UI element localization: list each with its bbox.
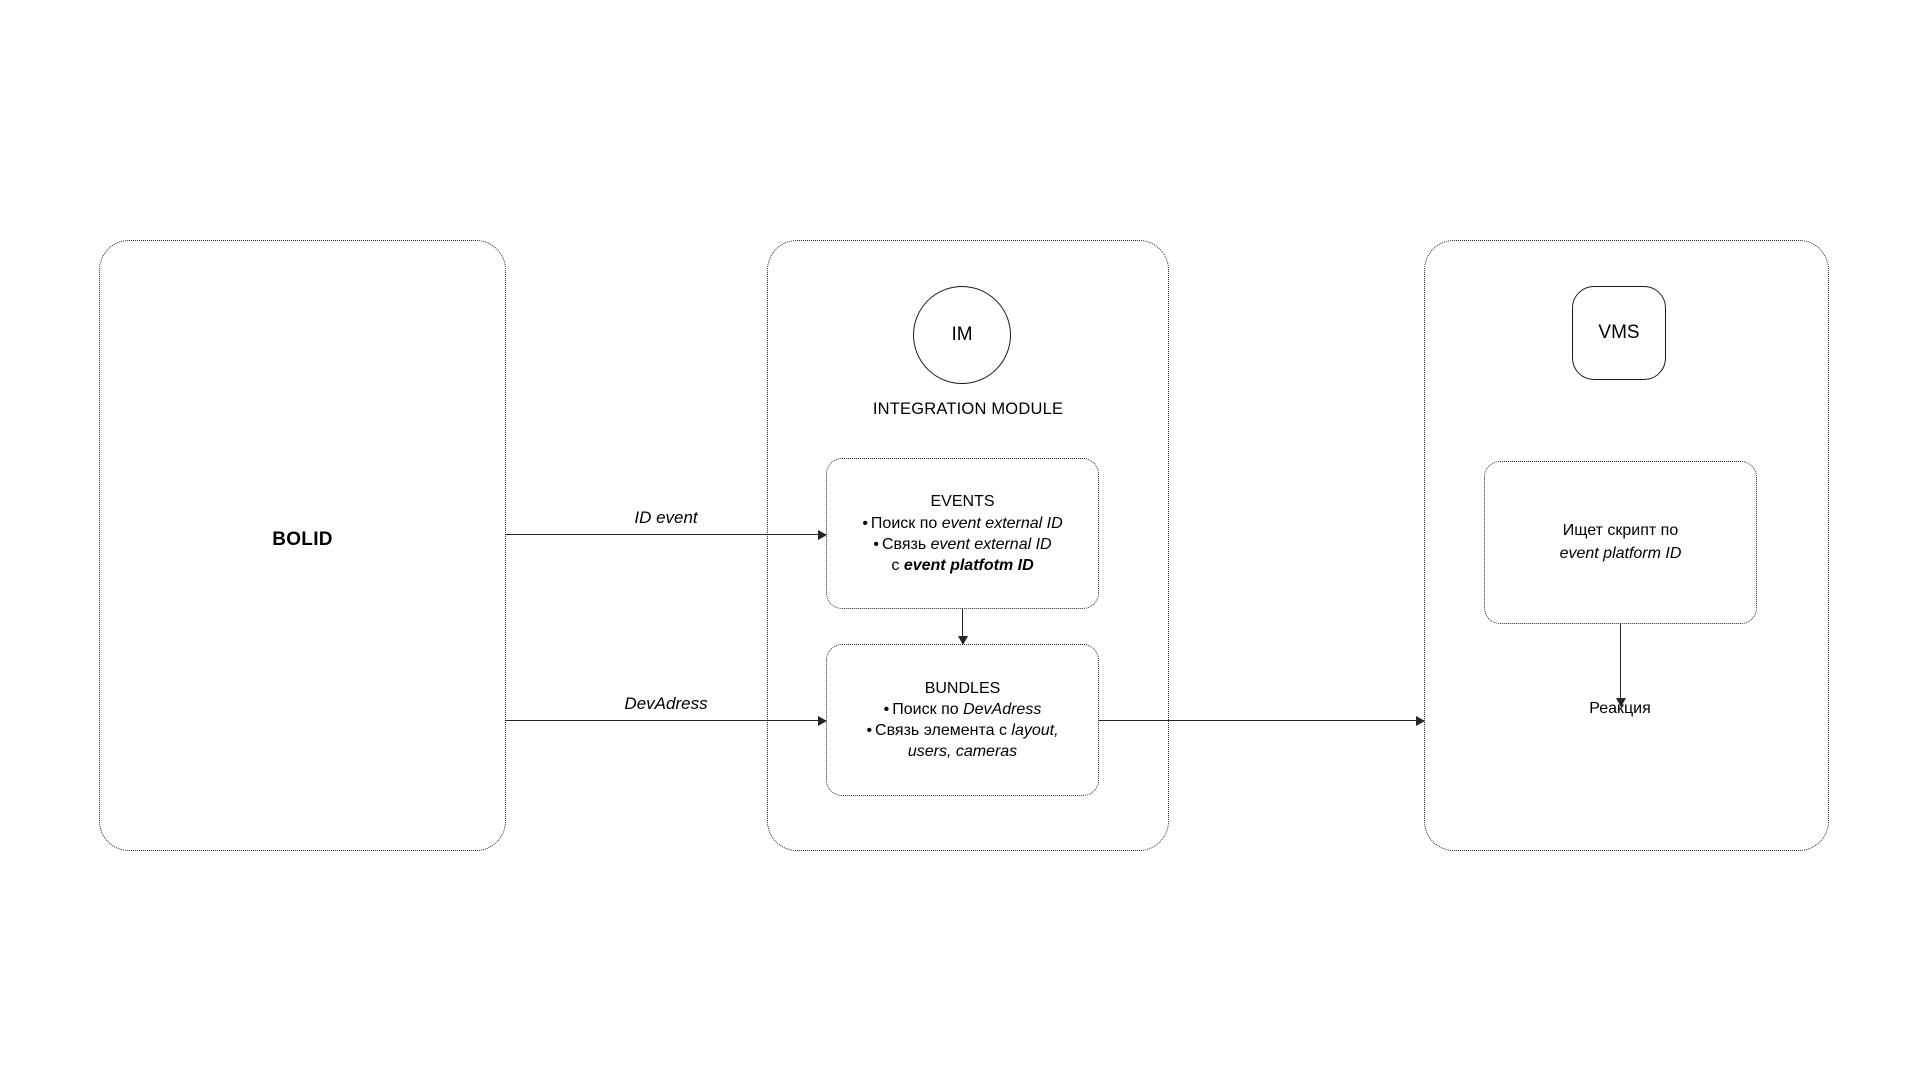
events-bullet-1-emphasis: event external ID bbox=[941, 514, 1063, 532]
bundles-bullet-1-prefix: Поиск по bbox=[892, 701, 964, 719]
bolid-label: BOLID bbox=[272, 529, 333, 550]
bundles-bullet-2: •Связь элемента с layout, bbox=[866, 720, 1058, 741]
events-continuation-line: с event platfotm ID bbox=[891, 555, 1033, 576]
events-bullet-2-prefix: Связь bbox=[881, 535, 931, 553]
events-bullet-2: •Связь event external ID bbox=[862, 534, 1062, 555]
im-node-label: IM bbox=[951, 324, 973, 345]
panel-bolid bbox=[99, 240, 506, 851]
bundles-box-title: BUNDLES bbox=[924, 679, 1001, 697]
bundles-continuation-line: users, cameras bbox=[907, 743, 1018, 761]
bullet-dot-icon: • bbox=[866, 722, 873, 740]
bundles-bullet-1: •Поиск по DevAdress bbox=[866, 699, 1058, 720]
arrow-bolid-to-events bbox=[506, 530, 827, 540]
vms-script-line1: Ищет скрипт по bbox=[1562, 522, 1679, 540]
events-box-title: EVENTS bbox=[930, 493, 995, 511]
bundles-bullet-1-emphasis: DevAdress bbox=[963, 701, 1042, 719]
arrow-bolid-to-bundles bbox=[506, 716, 827, 726]
vms-script-line2: event platform ID bbox=[1559, 544, 1682, 562]
bullet-dot-icon: • bbox=[873, 535, 879, 553]
bullet-dot-icon: • bbox=[862, 514, 868, 532]
bullet-dot-icon: • bbox=[883, 701, 890, 719]
events-bullet-1: •Поиск по event external ID bbox=[862, 513, 1062, 534]
vms-script-text: Ищет скрипт по event platform ID bbox=[1560, 520, 1682, 564]
arrow-events-to-bundles bbox=[957, 609, 968, 645]
vms-reaction-label: Реакция bbox=[1589, 700, 1651, 717]
arrow-script-to-reaction bbox=[1615, 624, 1626, 707]
bundles-bullet-2-emphasis: layout, bbox=[1011, 722, 1059, 740]
bundles-box: BUNDLES •Поиск по DevAdress •Связь элеме… bbox=[826, 644, 1099, 796]
vms-node-shape: VMS bbox=[1572, 286, 1666, 380]
events-continuation-emphasis: event platfotm ID bbox=[903, 556, 1034, 574]
arrow-label-id-event: ID event bbox=[634, 508, 698, 527]
vms-script-box: Ищет скрипт по event platform ID bbox=[1484, 461, 1757, 624]
arrow-label-devadress: DevAdress bbox=[624, 694, 708, 713]
bundles-bullet-2-prefix: Связь элемента с bbox=[875, 722, 1012, 740]
im-node-circle: IM bbox=[913, 286, 1011, 384]
vms-node-label: VMS bbox=[1598, 322, 1640, 343]
events-bullet-2-emphasis: event external ID bbox=[930, 535, 1052, 553]
events-continuation-prefix: с bbox=[891, 556, 904, 574]
integration-module-caption: INTEGRATION MODULE bbox=[872, 400, 1064, 418]
arrow-bundles-to-vms bbox=[1099, 716, 1425, 726]
events-bullet-list: •Поиск по event external ID •Связь event… bbox=[862, 513, 1062, 555]
events-bullet-1-prefix: Поиск по bbox=[870, 514, 942, 532]
events-box: EVENTS •Поиск по event external ID •Связ… bbox=[826, 458, 1099, 609]
bundles-bullet-list: •Поиск по DevAdress •Связь элемента с la… bbox=[866, 699, 1058, 741]
